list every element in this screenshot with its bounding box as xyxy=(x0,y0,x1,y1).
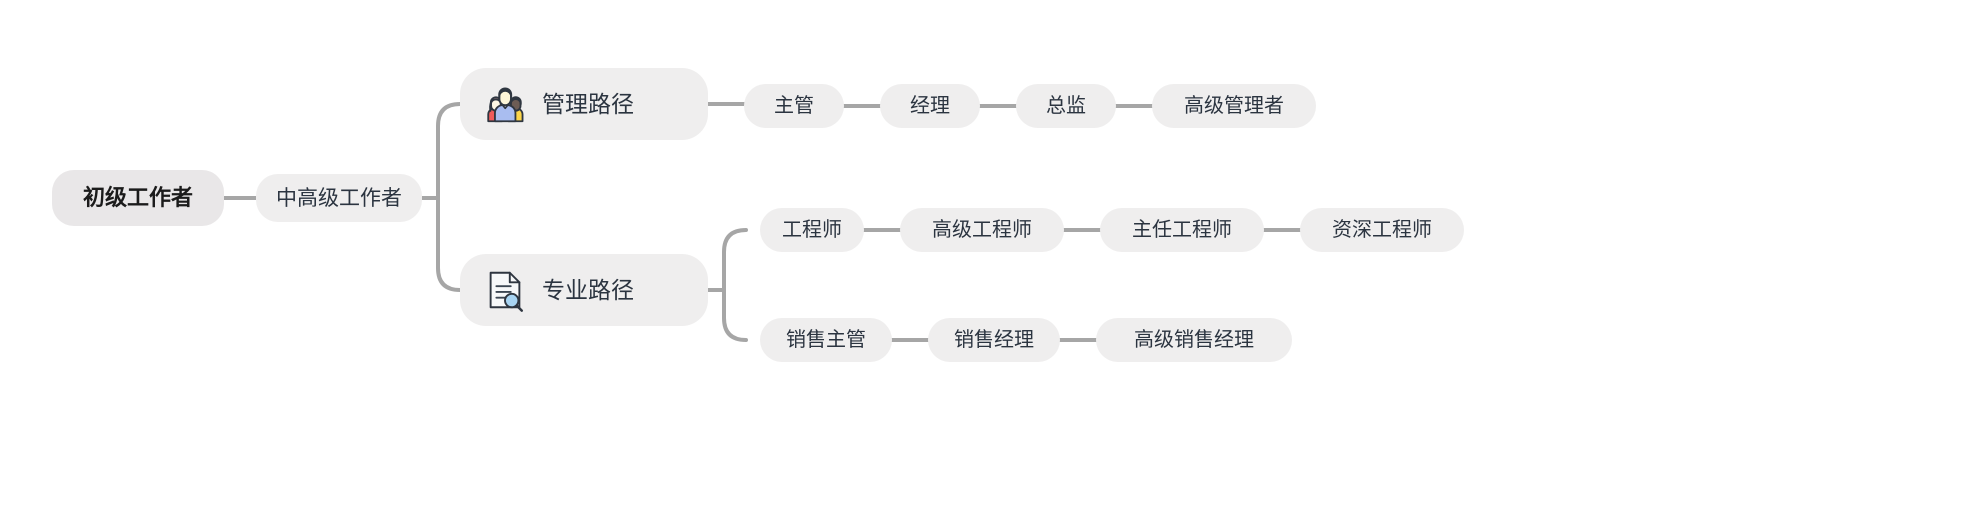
node-label: 主任工程师 xyxy=(1132,219,1232,241)
link-split-to-engineering xyxy=(722,228,748,292)
node-management-step-4[interactable]: 高级管理者 xyxy=(1152,84,1316,128)
node-label: 经理 xyxy=(910,95,950,117)
node-management-step-1[interactable]: 主管 xyxy=(744,84,844,128)
node-management-path[interactable]: 管理路径 xyxy=(460,68,708,140)
node-label: 主管 xyxy=(774,95,814,117)
node-professional-path[interactable]: 专业路径 xyxy=(460,254,708,326)
node-label: 初级工作者 xyxy=(82,185,193,210)
node-engineering-step-1[interactable]: 工程师 xyxy=(760,208,864,252)
node-engineering-step-4[interactable]: 资深工程师 xyxy=(1300,208,1464,252)
link-trunk-to-professional xyxy=(436,196,462,292)
node-mid-senior-worker[interactable]: 中高级工作者 xyxy=(256,174,422,222)
node-sales-step-3[interactable]: 高级销售经理 xyxy=(1096,318,1292,362)
document-search-icon xyxy=(482,267,528,313)
node-sales-step-2[interactable]: 销售经理 xyxy=(928,318,1060,362)
node-label: 专业路径 xyxy=(542,276,634,303)
node-sales-step-1[interactable]: 销售主管 xyxy=(760,318,892,362)
node-management-step-2[interactable]: 经理 xyxy=(880,84,980,128)
node-label: 高级管理者 xyxy=(1184,95,1284,117)
node-label: 高级工程师 xyxy=(932,219,1032,241)
node-label: 中高级工作者 xyxy=(276,186,402,210)
link-split-to-sales xyxy=(722,288,748,342)
node-engineering-step-2[interactable]: 高级工程师 xyxy=(900,208,1064,252)
node-engineering-step-3[interactable]: 主任工程师 xyxy=(1100,208,1264,252)
node-label: 销售经理 xyxy=(954,329,1034,351)
node-label: 高级销售经理 xyxy=(1134,329,1254,351)
link-trunk-to-management xyxy=(436,102,462,200)
node-label: 管理路径 xyxy=(542,90,634,117)
people-group-icon xyxy=(482,81,528,127)
node-label: 工程师 xyxy=(782,219,842,241)
node-label: 总监 xyxy=(1046,95,1086,117)
node-label: 资深工程师 xyxy=(1332,219,1432,241)
node-label: 销售主管 xyxy=(786,329,866,351)
node-management-step-3[interactable]: 总监 xyxy=(1016,84,1116,128)
node-root-junior-worker[interactable]: 初级工作者 xyxy=(52,170,224,226)
